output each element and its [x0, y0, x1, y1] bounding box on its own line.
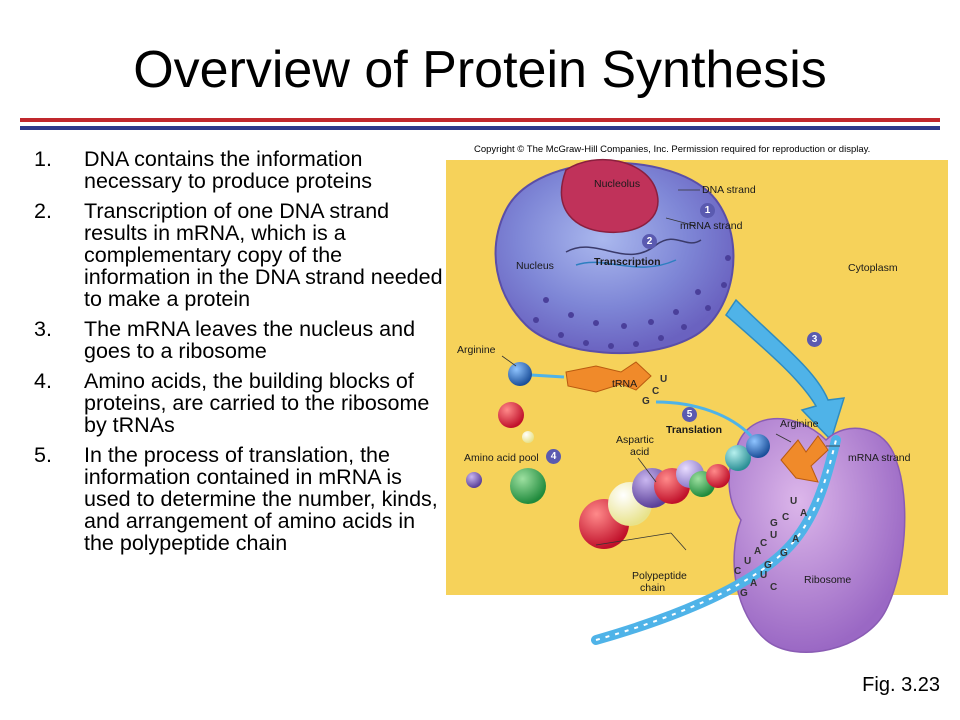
- label-transcription: Transcription: [594, 256, 661, 268]
- bullet-text: The mRNA leaves the nucleus and goes to …: [84, 317, 416, 363]
- label-amino-acid-pool: Amino acid pool: [464, 452, 539, 464]
- nuclear-pores: [533, 255, 731, 349]
- amino-acid-yellow: [522, 431, 534, 443]
- bullet-item: 1. DNA contains the information necessary…: [34, 148, 449, 192]
- nucleolus-shape: [560, 158, 659, 234]
- label-aspartic-acid-line1: Aspartic: [616, 434, 654, 446]
- trna-on-ribosome: [780, 435, 829, 483]
- codon-base: G: [740, 588, 748, 599]
- leader-lines: [501, 189, 840, 551]
- polypeptide-bead: [725, 445, 751, 471]
- bullet-number: 4.: [34, 369, 52, 393]
- amino-acid-green: [510, 468, 546, 504]
- codon-base: C: [770, 582, 778, 593]
- step-badge-1: 1: [700, 203, 715, 218]
- codon-base: C: [734, 566, 742, 577]
- trna-anticodon-base: G: [642, 396, 650, 407]
- step-badge-3: 3: [807, 332, 822, 347]
- label-translation: Translation: [666, 424, 723, 436]
- mrna-strand-line-nucleus: [575, 259, 677, 268]
- label-mrna-strand-right: mRNA strand: [848, 452, 911, 464]
- bullet-item: 5. In the process of translation, the inf…: [34, 444, 449, 554]
- amino-acid-red: [498, 402, 524, 428]
- protein-synthesis-illustration: [446, 158, 948, 653]
- codon-base: A: [792, 534, 800, 545]
- bullet-item: 3. The mRNA leaves the nucleus and goes t…: [34, 318, 449, 362]
- step-badge-5: 5: [682, 407, 697, 422]
- codon-base: G: [770, 518, 778, 529]
- bullet-text: In the process of translation, the infor…: [84, 443, 438, 555]
- label-nucleolus: Nucleolus: [594, 178, 641, 190]
- codon-base: U: [770, 530, 778, 541]
- trna-to-ribosome-arrow: [655, 400, 753, 438]
- codon-base: C: [760, 538, 768, 549]
- polypeptide-bead: [706, 464, 730, 488]
- label-aspartic-acid-line2: acid: [630, 446, 650, 458]
- label-ribosome: Ribosome: [804, 574, 852, 586]
- bullet-number: 3.: [34, 317, 52, 341]
- bullet-item: 4. Amino acids, the building blocks of pr…: [34, 370, 449, 436]
- label-arginine-left: Arginine: [457, 344, 496, 356]
- codon-base: G: [780, 548, 788, 559]
- title-rule-blue: [20, 126, 940, 130]
- arginine-to-trna-arrow: [530, 373, 565, 379]
- label-arginine-right: Arginine: [780, 418, 819, 430]
- bullet-text: DNA contains the information necessary t…: [84, 147, 373, 193]
- trna-anticodon-base: U: [660, 374, 668, 385]
- bullet-number: 5.: [34, 443, 52, 467]
- codon-base: U: [760, 570, 768, 581]
- amino-acid-arginine: [508, 362, 532, 386]
- bullet-text: Amino acids, the building blocks of prot…: [84, 369, 430, 437]
- slide-title: Overview of Protein Synthesis: [133, 41, 827, 99]
- label-polypeptide-line1: Polypeptide: [632, 570, 687, 582]
- figure-caption: Fig. 3.23: [862, 674, 940, 696]
- title-rule-red: [20, 118, 940, 122]
- codon-base: A: [750, 578, 758, 589]
- label-trna: tRNA: [612, 378, 638, 390]
- step-badge-4: 4: [546, 449, 561, 464]
- amino-acid-purple: [466, 472, 482, 488]
- label-mrna-strand-nucleus: mRNA strand: [680, 220, 743, 232]
- label-cytoplasm: Cytoplasm: [848, 262, 898, 274]
- label-polypeptide-line2: chain: [640, 582, 666, 594]
- mrna-strand-ribosome-edge: [595, 439, 837, 641]
- codon-base: U: [744, 556, 752, 567]
- codon-base: A: [800, 508, 808, 519]
- codon-base: A: [754, 546, 762, 557]
- bullet-item: 2. Transcription of one DNA strand result…: [34, 200, 449, 310]
- codon-base: U: [790, 496, 798, 507]
- bullet-text: Transcription of one DNA strand results …: [84, 199, 443, 311]
- bullet-number: 2.: [34, 199, 52, 223]
- label-nucleus: Nucleus: [516, 260, 554, 272]
- mrna-export-arrow: [725, 298, 846, 442]
- codon-base: G: [764, 560, 772, 571]
- step-badge-2: 2: [642, 234, 657, 249]
- ribosome-shape: [728, 418, 906, 653]
- bullet-list: 1. DNA contains the information necessary…: [34, 148, 449, 562]
- label-dna-strand: DNA strand: [702, 184, 756, 196]
- polypeptide-bead: [746, 434, 770, 458]
- trna-in-cytoplasm: [565, 361, 652, 393]
- codon-base: C: [782, 512, 790, 523]
- trna-anticodon-base: C: [652, 386, 660, 397]
- bullet-number: 1.: [34, 147, 52, 171]
- copyright-notice: Copyright © The McGraw-Hill Companies, I…: [474, 144, 871, 155]
